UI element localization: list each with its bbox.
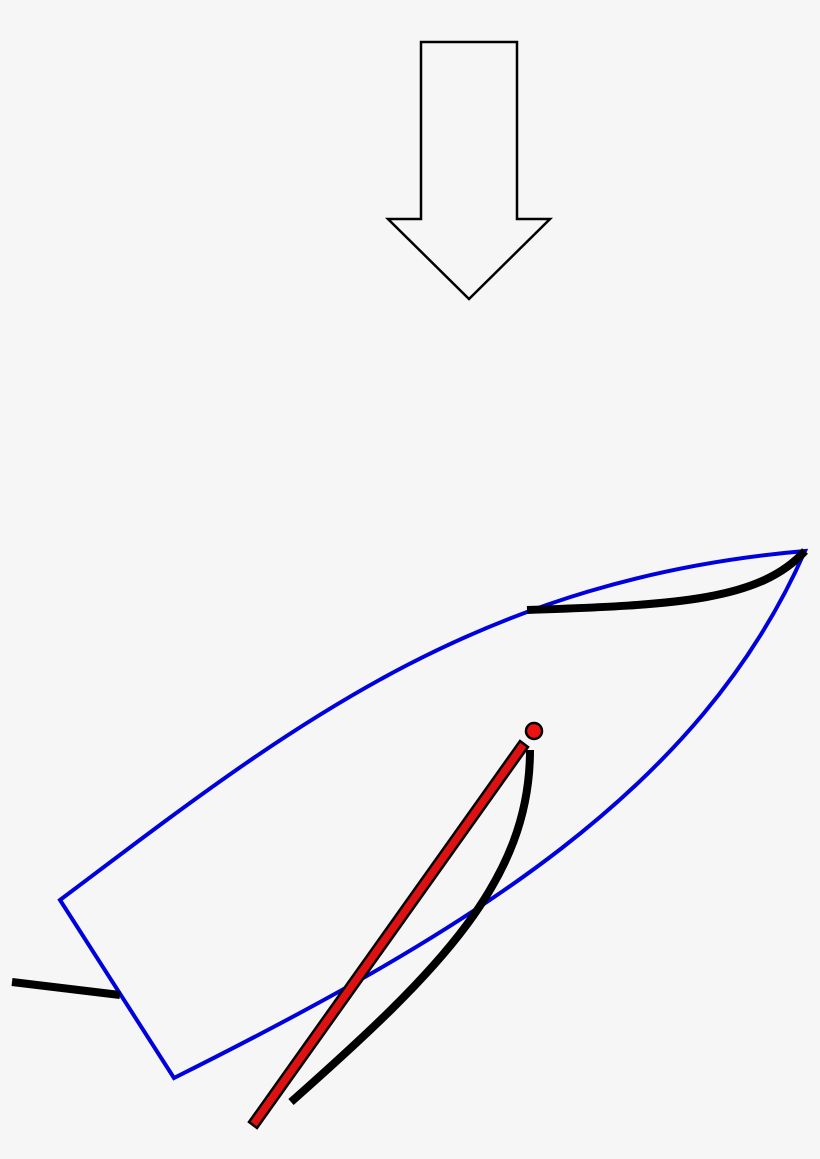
mainsail <box>288 749 534 1105</box>
jib-sail <box>526 548 808 614</box>
boom <box>247 739 530 1130</box>
mast-point <box>524 721 544 741</box>
rudder <box>11 978 121 999</box>
hull-outline <box>57 548 809 1081</box>
wind-arrow-icon <box>384 40 554 301</box>
